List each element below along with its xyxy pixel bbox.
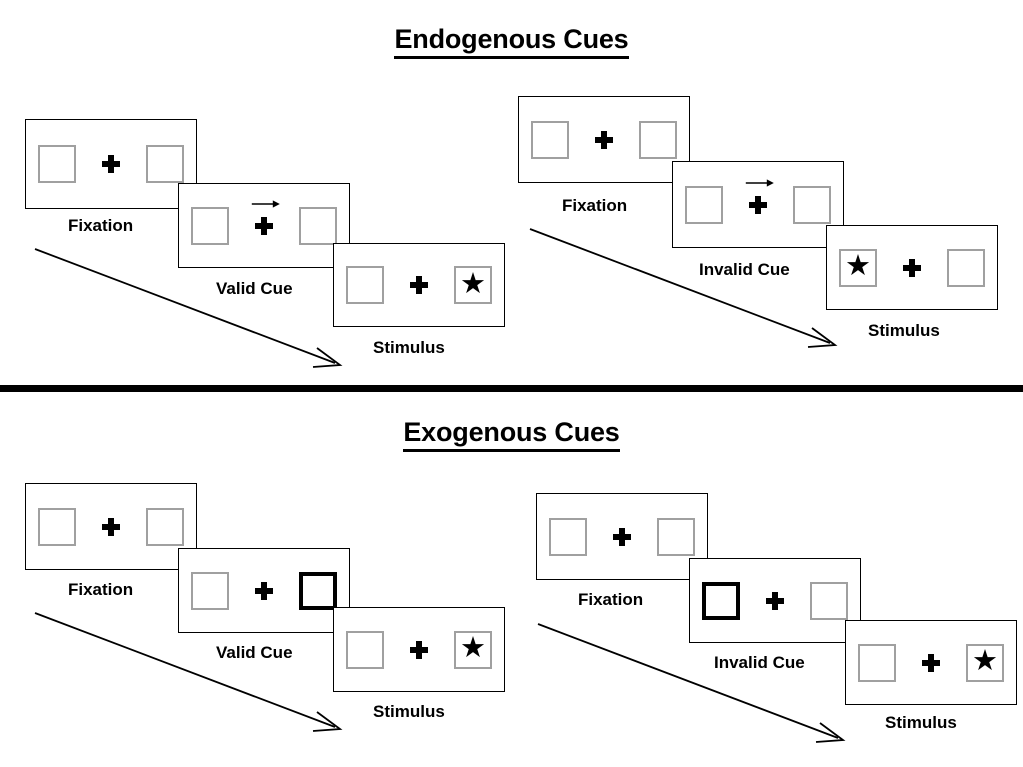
center-column <box>741 178 775 214</box>
placeholder-box-left <box>191 206 229 245</box>
center-column <box>247 581 281 600</box>
arrow-cue-right-icon <box>251 199 280 208</box>
placeholder-box-right <box>639 120 677 159</box>
panel-endogenous-invalid-fixation <box>518 96 690 183</box>
stimulus-box-left: ★ <box>839 248 877 287</box>
placeholder-box-left <box>38 145 76 183</box>
placeholder-box-right <box>793 185 831 224</box>
placeholder-box-left <box>346 266 384 304</box>
panel-endogenous-valid-stimulus: ★ <box>333 243 505 327</box>
center-column <box>605 527 639 546</box>
placeholder-box-left <box>858 643 896 682</box>
panel-exogenous-invalid-stimulus: ★ <box>845 620 1017 705</box>
panel-label-fixation: Fixation <box>68 216 134 235</box>
cue-box-right <box>299 571 337 610</box>
star-stimulus-icon: ★ <box>845 250 871 282</box>
placeholder-box-right <box>146 507 184 546</box>
panel-label-fixation: Fixation <box>578 590 644 609</box>
placeholder-box-right <box>299 206 337 245</box>
placeholder-box-right <box>146 145 184 183</box>
panel-endogenous-valid-cue <box>178 183 350 268</box>
panel-label-valid-cue: Valid Cue <box>216 643 293 662</box>
star-stimulus-icon: ★ <box>460 632 486 664</box>
panel-endogenous-invalid-stimulus: ★ <box>826 225 998 310</box>
center-column <box>402 276 436 294</box>
placeholder-box-left <box>531 120 569 159</box>
arrow-cue-right-icon <box>745 178 774 187</box>
center-column <box>758 591 792 610</box>
placeholder-box-right <box>657 517 695 556</box>
panel-label-stimulus: Stimulus <box>868 321 940 340</box>
star-stimulus-icon: ★ <box>972 645 998 677</box>
cue-box-left <box>702 581 740 620</box>
center-column <box>94 155 128 173</box>
panel-endogenous-valid-fixation <box>25 119 197 209</box>
fixation-cross-icon <box>613 527 631 546</box>
stimulus-box-right: ★ <box>966 643 1004 682</box>
panel-label-stimulus: Stimulus <box>373 702 445 721</box>
fixation-cross-icon <box>595 130 613 149</box>
center-column <box>247 199 281 235</box>
panel-label-valid-cue: Valid Cue <box>216 279 293 298</box>
placeholder-box-left <box>38 507 76 546</box>
fixation-cross-icon <box>749 195 767 214</box>
panel-label-fixation: Fixation <box>562 196 628 215</box>
placeholder-box-left <box>346 630 384 669</box>
placeholder-box-left <box>191 571 229 610</box>
panel-exogenous-valid-cue <box>178 548 350 633</box>
section-title-endogenous: Endogenous Cues <box>0 24 1023 59</box>
fixation-cross-icon <box>922 653 940 672</box>
fixation-cross-icon <box>255 581 273 600</box>
center-column <box>94 517 128 536</box>
panel-endogenous-invalid-cue <box>672 161 844 248</box>
center-column <box>914 653 948 672</box>
fixation-cross-icon <box>255 216 273 235</box>
placeholder-box-right <box>810 581 848 620</box>
panel-exogenous-invalid-fixation <box>536 493 708 580</box>
section-divider <box>0 385 1023 392</box>
section-title-exogenous-text: Exogenous Cues <box>403 417 620 452</box>
placeholder-box-left <box>685 185 723 224</box>
placeholder-box-right <box>947 248 985 287</box>
star-stimulus-icon: ★ <box>460 267 486 300</box>
panel-label-invalid-cue: Invalid Cue <box>714 653 805 672</box>
fixation-cross-icon <box>903 258 921 277</box>
fixation-cross-icon <box>410 276 428 294</box>
stimulus-box-right: ★ <box>454 266 492 304</box>
panel-label-stimulus: Stimulus <box>373 338 445 357</box>
center-column <box>587 130 621 149</box>
panel-exogenous-valid-fixation <box>25 483 197 570</box>
fixation-cross-icon <box>766 591 784 610</box>
section-title-exogenous: Exogenous Cues <box>0 417 1023 452</box>
panel-exogenous-invalid-cue <box>689 558 861 643</box>
stimulus-box-right: ★ <box>454 630 492 669</box>
center-column <box>402 640 436 659</box>
panel-label-invalid-cue: Invalid Cue <box>699 260 790 279</box>
fixation-cross-icon <box>102 155 120 173</box>
panel-label-stimulus: Stimulus <box>885 713 957 732</box>
center-column <box>895 258 929 277</box>
fixation-cross-icon <box>410 640 428 659</box>
fixation-cross-icon <box>102 517 120 536</box>
section-title-endogenous-text: Endogenous Cues <box>394 24 629 59</box>
placeholder-box-left <box>549 517 587 556</box>
panel-exogenous-valid-stimulus: ★ <box>333 607 505 692</box>
panel-label-fixation: Fixation <box>68 580 134 599</box>
